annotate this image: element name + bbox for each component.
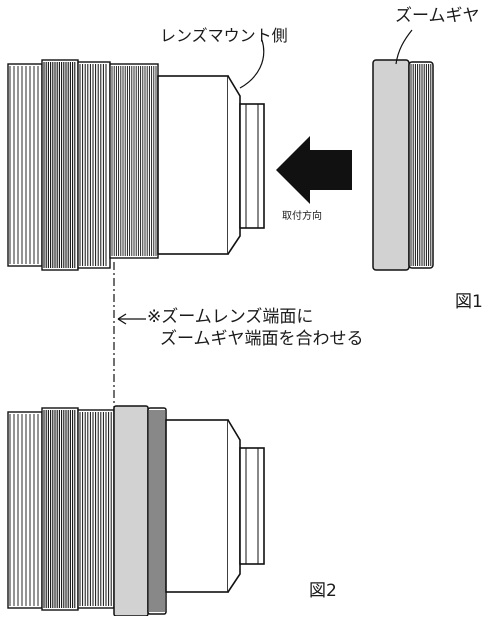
lens2-ribbing [9,410,112,608]
lens2-front-rings [7,411,43,609]
lens-front-rings [7,63,43,267]
lens-barrel [157,75,229,255]
mount-direction-arrow [276,136,352,204]
zoom-gear-teeth-lines [410,64,432,266]
lens-ribbing [9,62,157,268]
zoom-gear-teeth [408,61,434,269]
lens2-barrel [165,419,229,593]
note-line2: ズームギヤ端面を合わせる [160,329,364,349]
figure1-label: 図1 [455,292,483,312]
zoom-gear2-teeth-lines [149,410,165,612]
zoom-gear-body [372,59,410,271]
zoom-gear-label: ズームギヤ [395,6,480,26]
lens-taper [227,75,241,255]
lens-focus-ring [77,61,111,269]
zoom-gear-callout [395,29,413,65]
zoom-gear2-teeth [147,407,167,615]
note-arrow [117,313,146,325]
figure2-label: 図2 [309,581,337,601]
lens-figure2 [7,405,265,617]
lens-mount-callout [239,39,265,89]
lens-figure1 [7,59,265,271]
zoom-gear2-body [113,405,149,617]
mount-direction-label: 取付方向 [282,211,322,222]
lens2-mount [239,447,265,565]
note-line1: ※ズームレンズ端面に [147,307,314,327]
lens2-taper [227,419,241,593]
zoom-gear-figure1 [372,59,434,271]
lens-mount-side-label: レンズマウント側 [160,26,288,45]
lens-mount [239,103,265,229]
